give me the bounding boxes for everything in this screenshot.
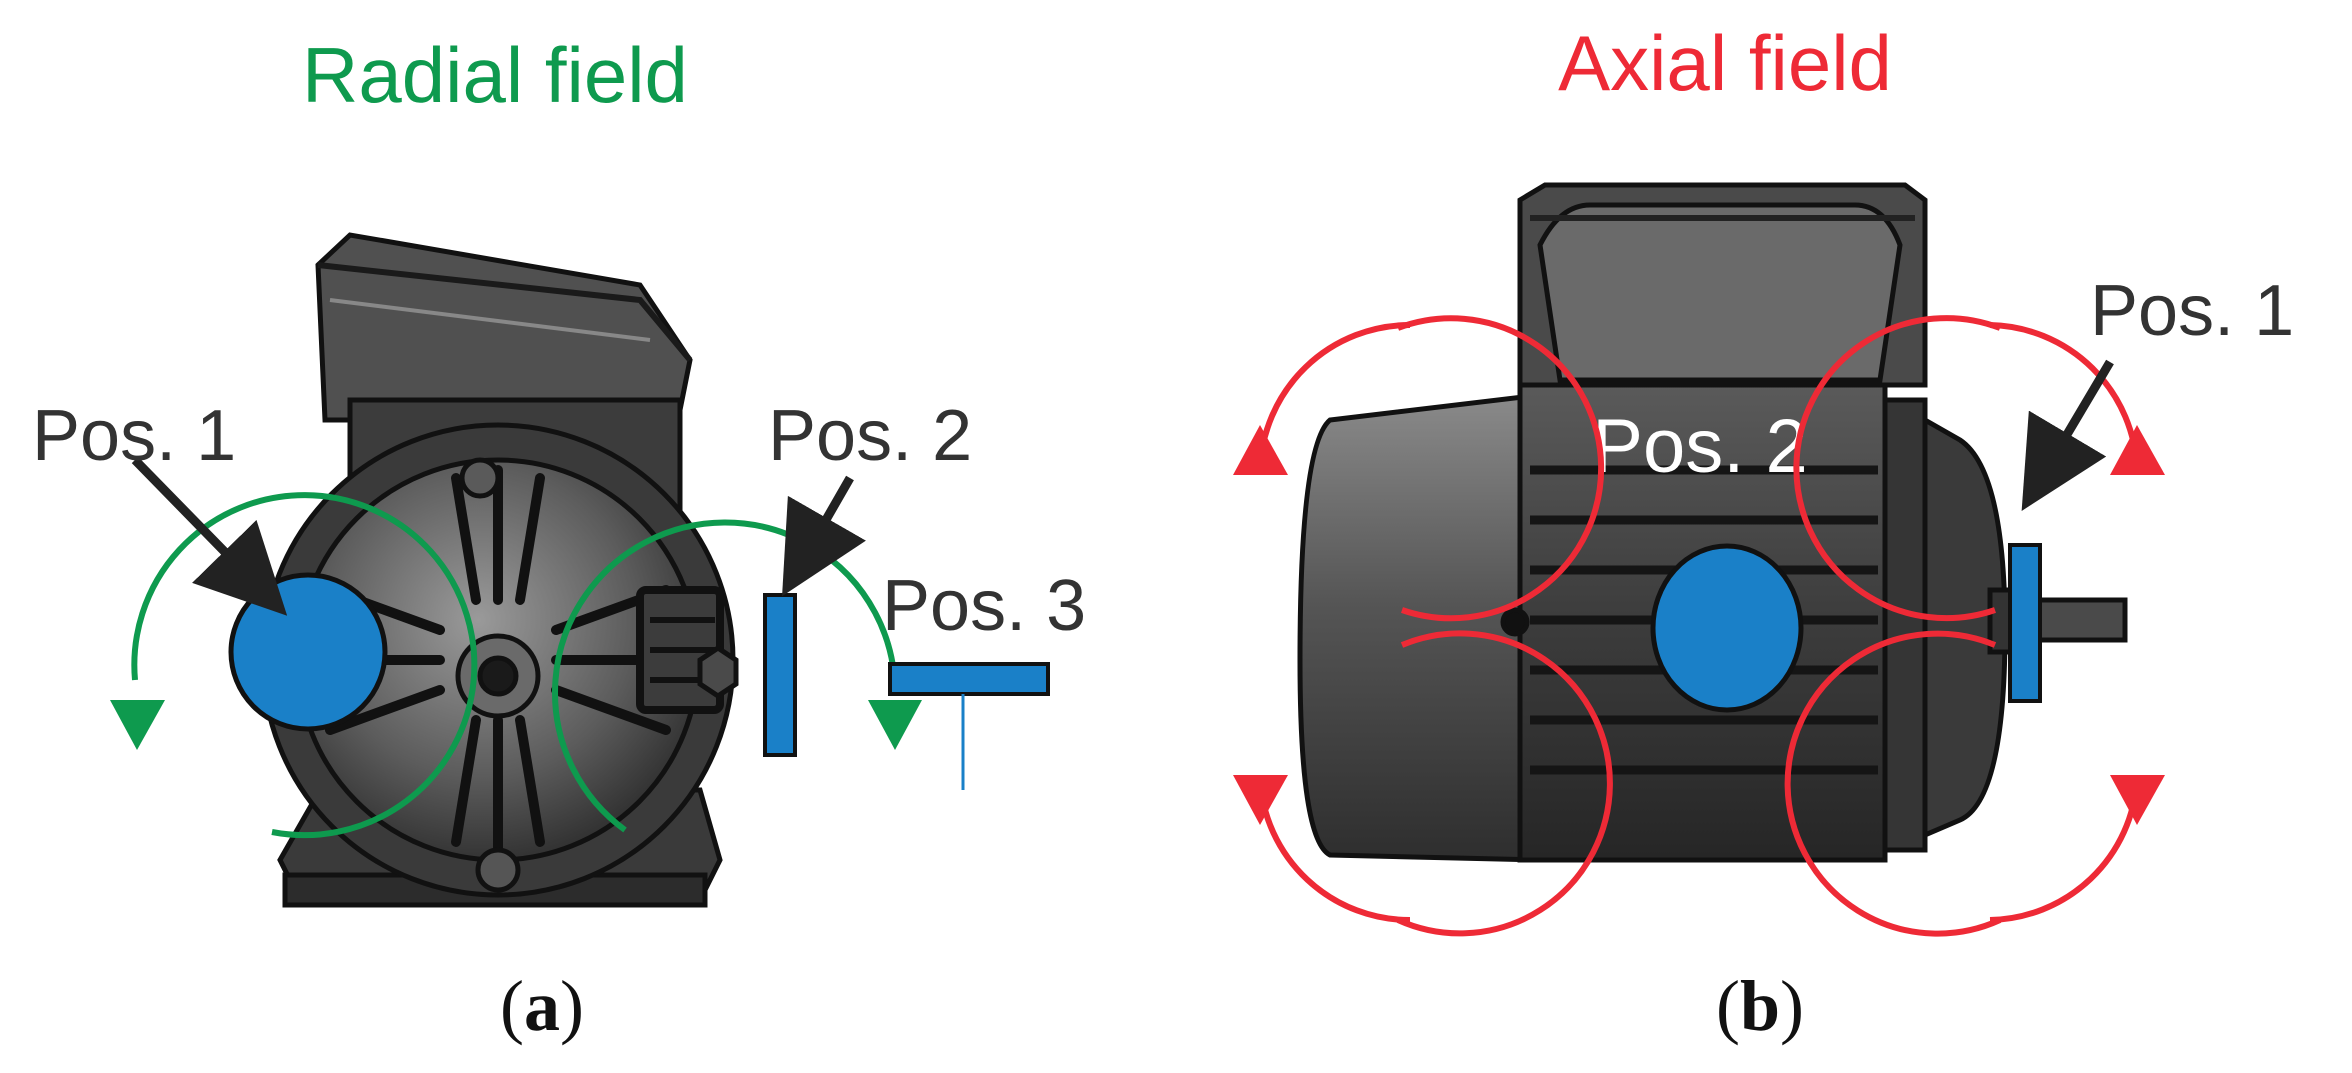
field-arrow-icon <box>1233 425 1288 475</box>
sensor-coil-icon <box>765 595 795 755</box>
field-arrow-icon <box>868 700 922 750</box>
sensor-coil-icon <box>1653 546 1801 710</box>
radial-field-title: Radial field <box>302 31 688 119</box>
pos1-label: Pos. 1 <box>32 396 236 476</box>
pos3-label: Pos. 3 <box>882 566 1086 646</box>
field-arrow-icon <box>110 700 165 750</box>
motor-side-view-icon <box>1300 185 2125 860</box>
field-arrow-icon <box>1990 780 2137 920</box>
panel-a: Radial field <box>32 31 1086 1046</box>
pos2-label: Pos. 2 <box>768 396 972 476</box>
field-arrow-icon <box>2110 775 2165 825</box>
panel-b: Axial field <box>1233 19 2294 1046</box>
sensor-coil-icon <box>231 575 385 729</box>
field-arrow-icon <box>2110 425 2165 475</box>
pos1-label-b: Pos. 1 <box>2090 271 2294 351</box>
pos2-label-b: Pos. 2 <box>1592 404 1807 489</box>
axial-field-title: Axial field <box>1558 19 1892 107</box>
panel-a-caption: (a) <box>500 966 584 1046</box>
sensor-coil-icon <box>890 664 1048 694</box>
motor-front-view-icon <box>263 235 736 905</box>
pointer-arrow-icon <box>135 460 262 590</box>
sensor-coil-icon <box>2010 545 2040 701</box>
pointer-arrow-icon <box>2040 362 2110 480</box>
field-arrow-icon <box>1233 775 1288 825</box>
panel-b-caption: (b) <box>1716 966 1804 1046</box>
